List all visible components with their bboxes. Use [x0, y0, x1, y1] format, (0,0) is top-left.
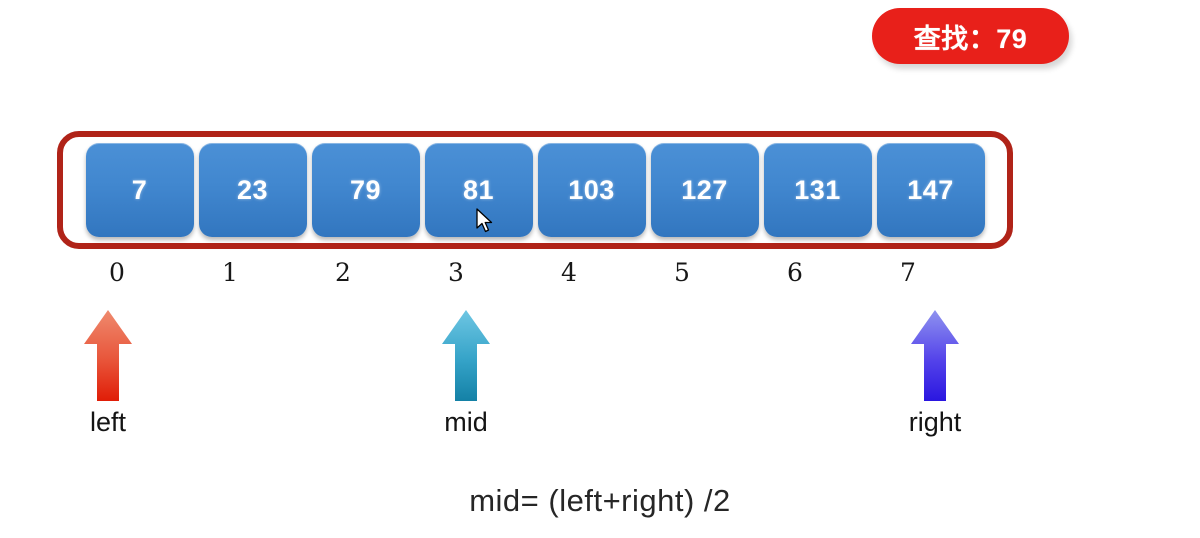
up-arrow-icon — [911, 310, 959, 401]
array-cell[interactable]: 7 — [85, 143, 194, 237]
index-row: 0 1 2 3 4 5 6 7 — [57, 258, 1013, 292]
pointer-right-label: right — [908, 407, 962, 437]
mid-formula: mid= (left+right) /2 — [469, 483, 731, 518]
array-cell-value: 79 — [349, 174, 382, 205]
array-cell[interactable]: 23 — [198, 143, 307, 237]
array-cell[interactable]: 79 — [311, 143, 420, 237]
array-index-label: 4 — [561, 258, 577, 287]
array-cell-value: 131 — [794, 174, 841, 205]
array-cell-value: 81 — [462, 174, 495, 205]
array-index-label: 5 — [674, 258, 690, 287]
array-cell-value: 127 — [681, 174, 728, 205]
pointer-mid: mid — [411, 308, 521, 436]
array-index-label: 6 — [787, 258, 803, 287]
array-index-label: 0 — [109, 258, 125, 287]
pointer-mid-label: mid — [444, 407, 488, 437]
array-container: 7 23 79 81 103 127 131 147 — [57, 131, 1013, 249]
up-arrow-icon — [442, 310, 490, 401]
array-row: 7 23 79 81 103 127 131 147 — [63, 137, 1007, 243]
array-cell[interactable]: 131 — [763, 143, 872, 237]
array-cell-value: 23 — [236, 174, 269, 205]
array-cell-value: 7 — [131, 174, 148, 205]
pointer-right: right — [880, 308, 990, 436]
array-cell-value: 103 — [568, 174, 615, 205]
array-cell[interactable]: 147 — [876, 143, 985, 237]
array-index-label: 3 — [448, 258, 464, 287]
array-index-label: 2 — [335, 258, 351, 287]
pointer-left: left — [53, 308, 163, 436]
array-cell[interactable]: 81 — [424, 143, 533, 237]
search-target-label: 查找：79 — [913, 23, 1028, 54]
pointer-left-label: left — [89, 407, 127, 437]
array-cell[interactable]: 103 — [537, 143, 646, 237]
up-arrow-icon — [84, 310, 132, 401]
array-index-label: 7 — [900, 258, 916, 287]
search-target-badge: 查找：79 — [872, 8, 1069, 64]
array-cell-value: 147 — [907, 174, 954, 205]
array-cell[interactable]: 127 — [650, 143, 759, 237]
array-index-label: 1 — [222, 258, 238, 287]
